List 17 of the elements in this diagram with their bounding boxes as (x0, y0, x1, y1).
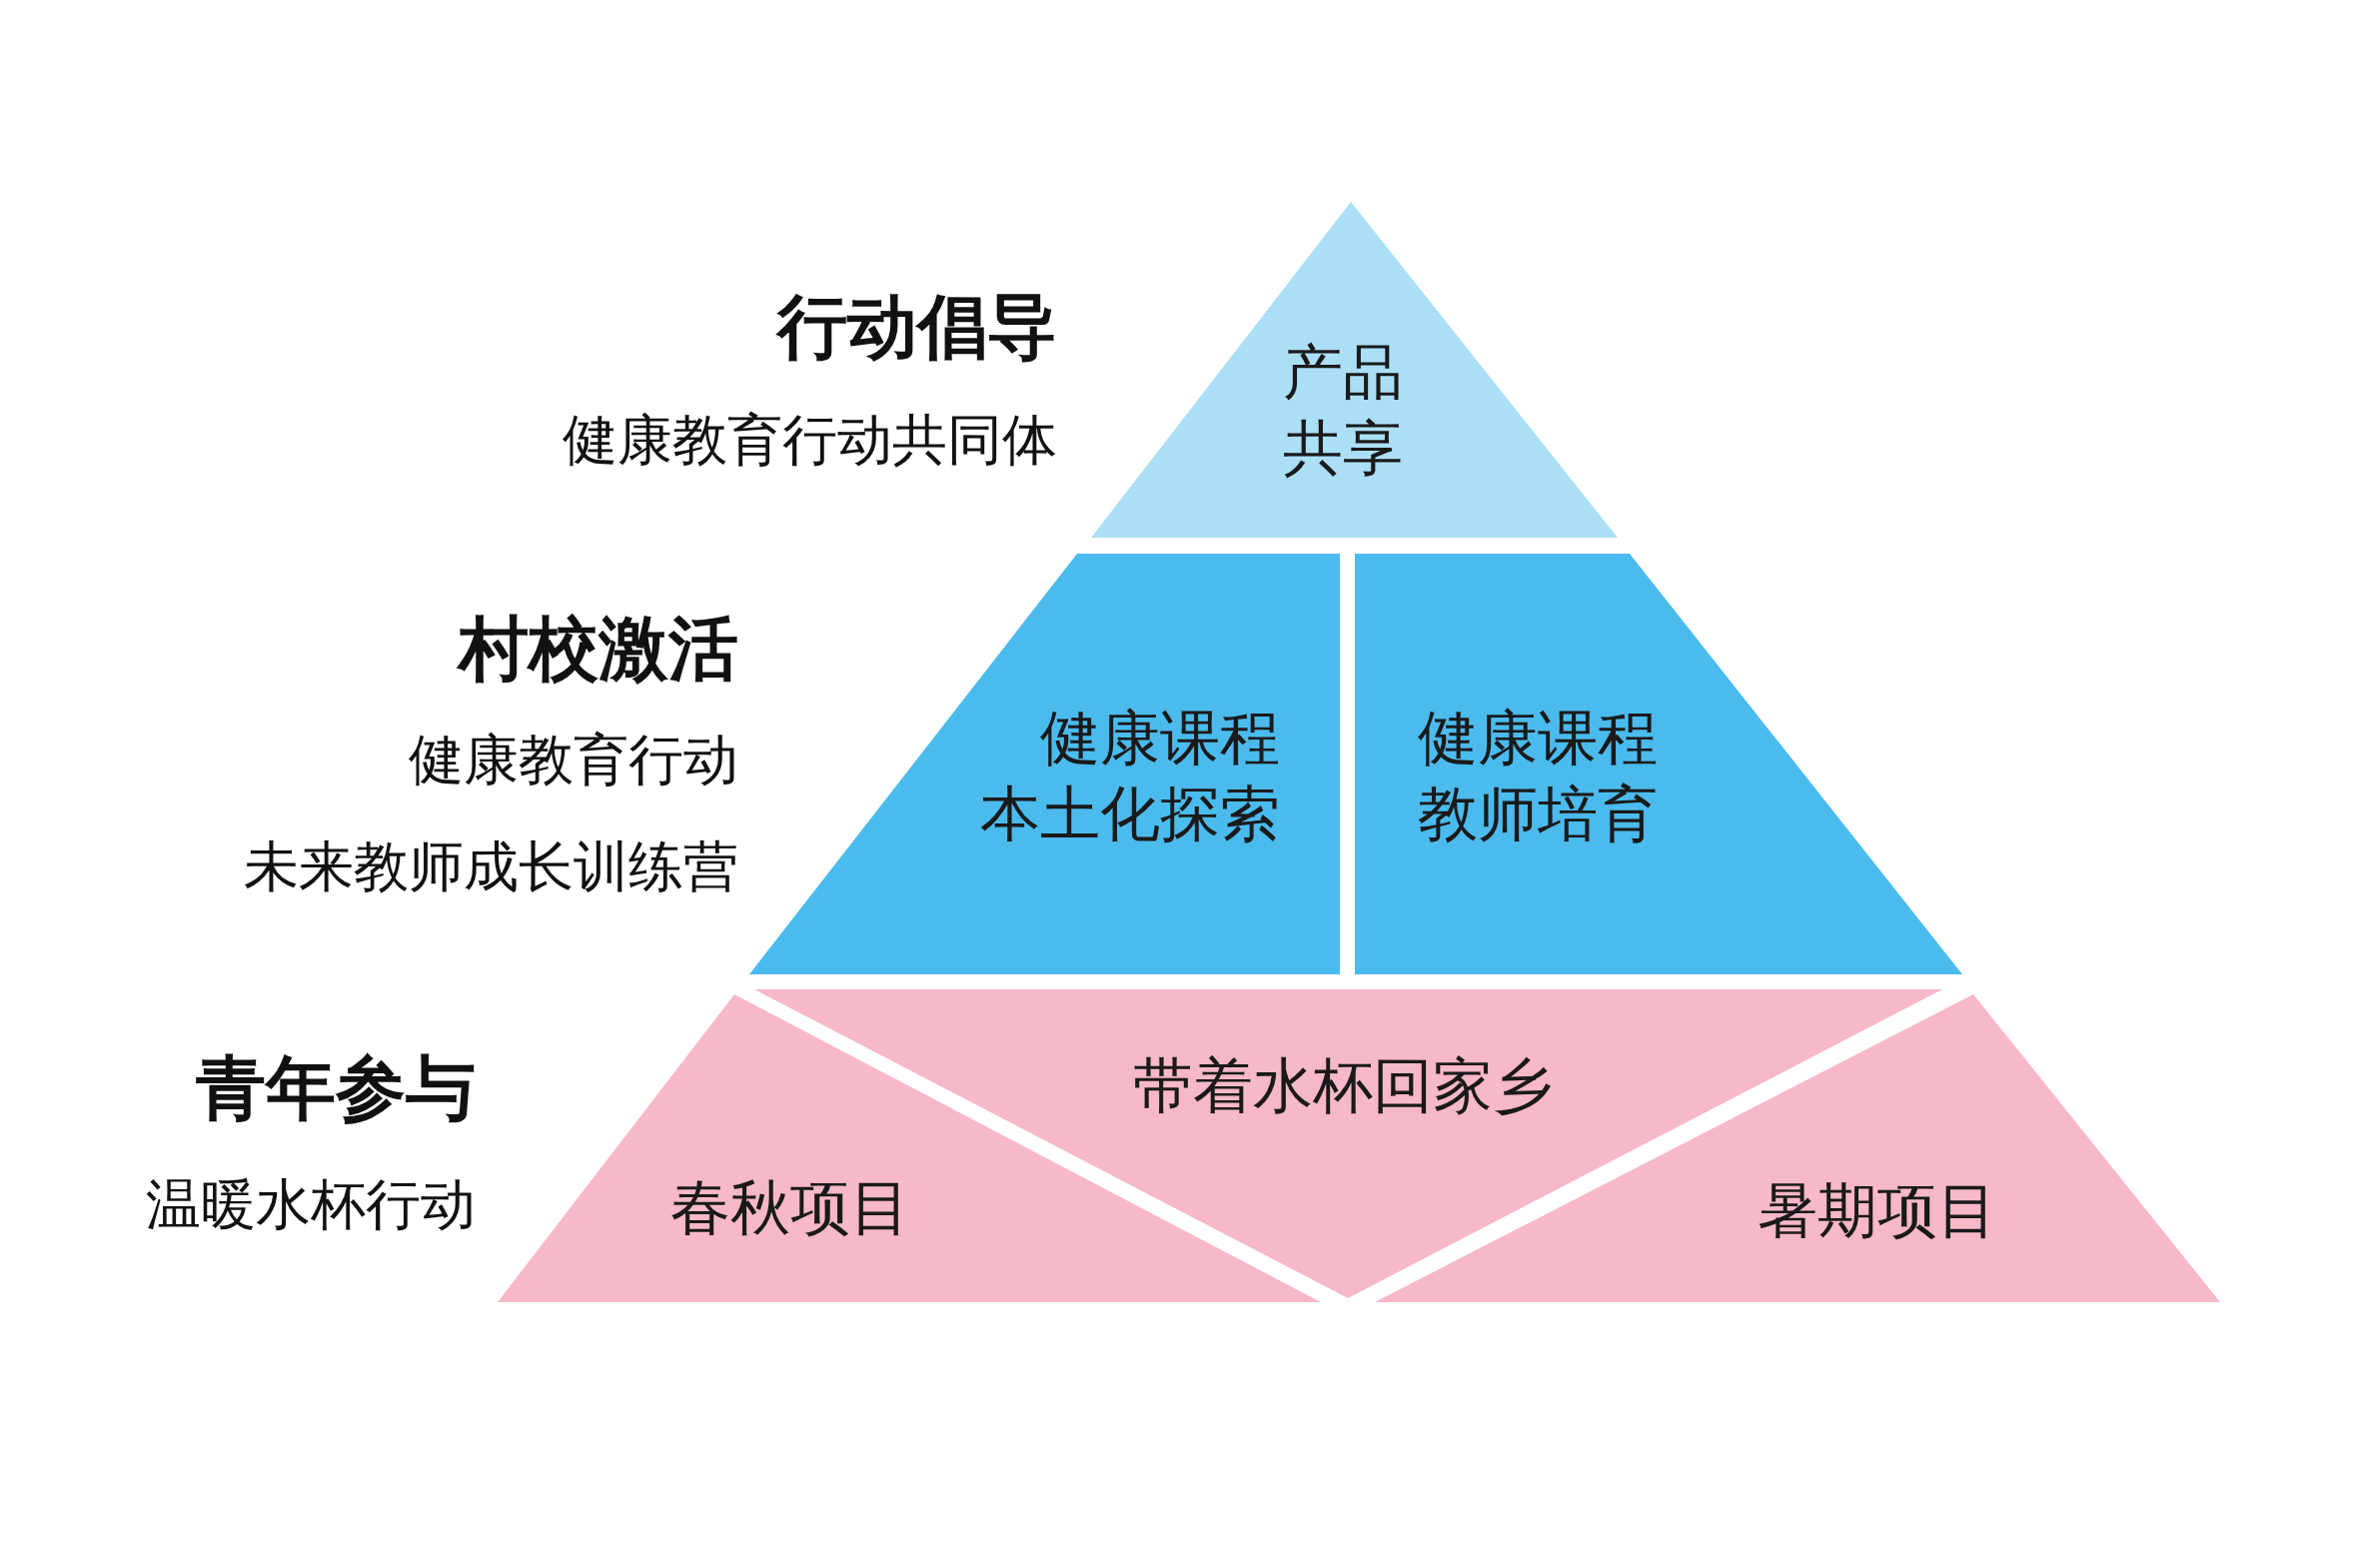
tier-heading: 村校激活 (459, 609, 738, 689)
corner-triangle (1375, 994, 2220, 1302)
tier-description: 健康教育行动 (409, 727, 738, 792)
tier-description: 温暖水杯行动 (146, 1171, 476, 1237)
middle-trapezoid (749, 554, 1340, 974)
tier-heading: 行动倡导 (777, 287, 1057, 367)
tier-heading: 青年参与 (196, 1048, 476, 1128)
node-text: 健康课程本土化探索 (980, 702, 1280, 850)
middle-trapezoid (1355, 554, 1962, 974)
tier-description: 健康教育行动共同体 (563, 407, 1057, 473)
node-text: 带着水杯回家乡 (1133, 1049, 1553, 1122)
node-text: 暑期项目 (1758, 1174, 1997, 1247)
top-triangle (1091, 202, 1618, 538)
node-text: 春秋项目 (670, 1171, 910, 1244)
node-text: 产品共享 (1283, 336, 1403, 485)
node-text: 健康课程教师培育 (1418, 702, 1658, 850)
tier-description: 未来教师成长训练营 (244, 833, 738, 899)
